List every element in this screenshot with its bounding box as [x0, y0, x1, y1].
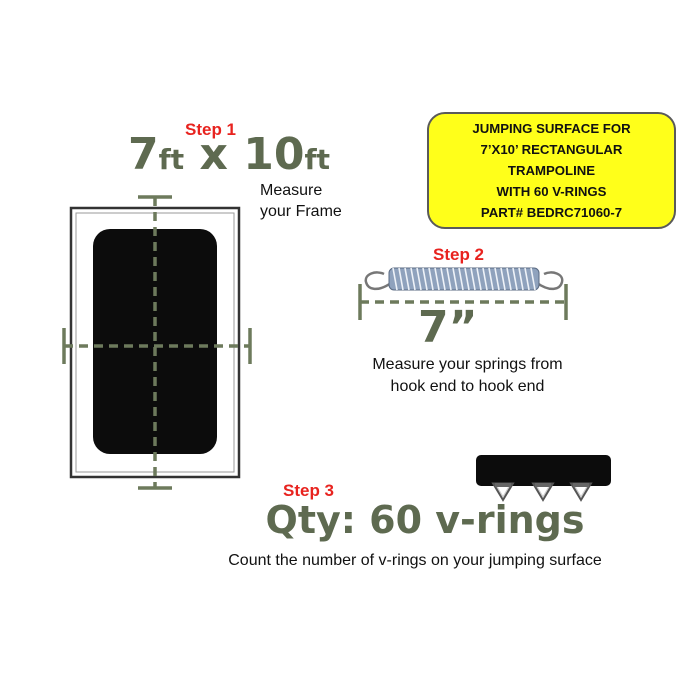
size-unit-2: ft [304, 143, 331, 176]
product-info-box: JUMPING SURFACE FOR 7’X10’ RECTANGULAR T… [427, 112, 676, 229]
spring-instruction-text: Measure your springs from hook end to ho… [345, 354, 590, 398]
v-ring-strap-icon [476, 455, 611, 502]
size-width: 7 [128, 129, 159, 180]
spring-instruction-line-2: hook end to hook end [390, 378, 545, 395]
step-3-label: Step 3 [283, 481, 335, 500]
measure-frame-line-2: your Frame [260, 203, 342, 220]
info-line-3: TRAMPOLINE [507, 163, 596, 178]
spring-measure-line [358, 284, 568, 320]
info-line-5: PART# BEDRC71060-7 [480, 205, 623, 220]
v-ring-instruction-text: Count the number of v-rings on your jump… [228, 552, 602, 569]
spring-icon [364, 267, 564, 291]
frame-measure-lines [62, 195, 252, 490]
frame-size-heading: 7ft x 10ft [128, 133, 330, 177]
measure-frame-line-1: Measure [260, 182, 323, 199]
info-line-2: 7’X10’ RECTANGULAR [480, 142, 623, 157]
step-1-label: Step 1 [185, 120, 237, 139]
info-line-1: JUMPING SURFACE FOR [472, 121, 631, 136]
size-length: 10 [243, 129, 305, 180]
v-ring-quantity: Qty: 60 v-rings [265, 498, 585, 542]
spring-instruction-line-1: Measure your springs from [372, 356, 563, 373]
spring-length-label: 7” [418, 302, 478, 353]
size-unit-1: ft [158, 143, 185, 176]
step-2-label: Step 2 [433, 245, 485, 264]
size-separator: x [184, 129, 244, 180]
info-line-4: WITH 60 V-RINGS [496, 184, 607, 199]
measure-frame-text: Measure your Frame [260, 180, 342, 222]
